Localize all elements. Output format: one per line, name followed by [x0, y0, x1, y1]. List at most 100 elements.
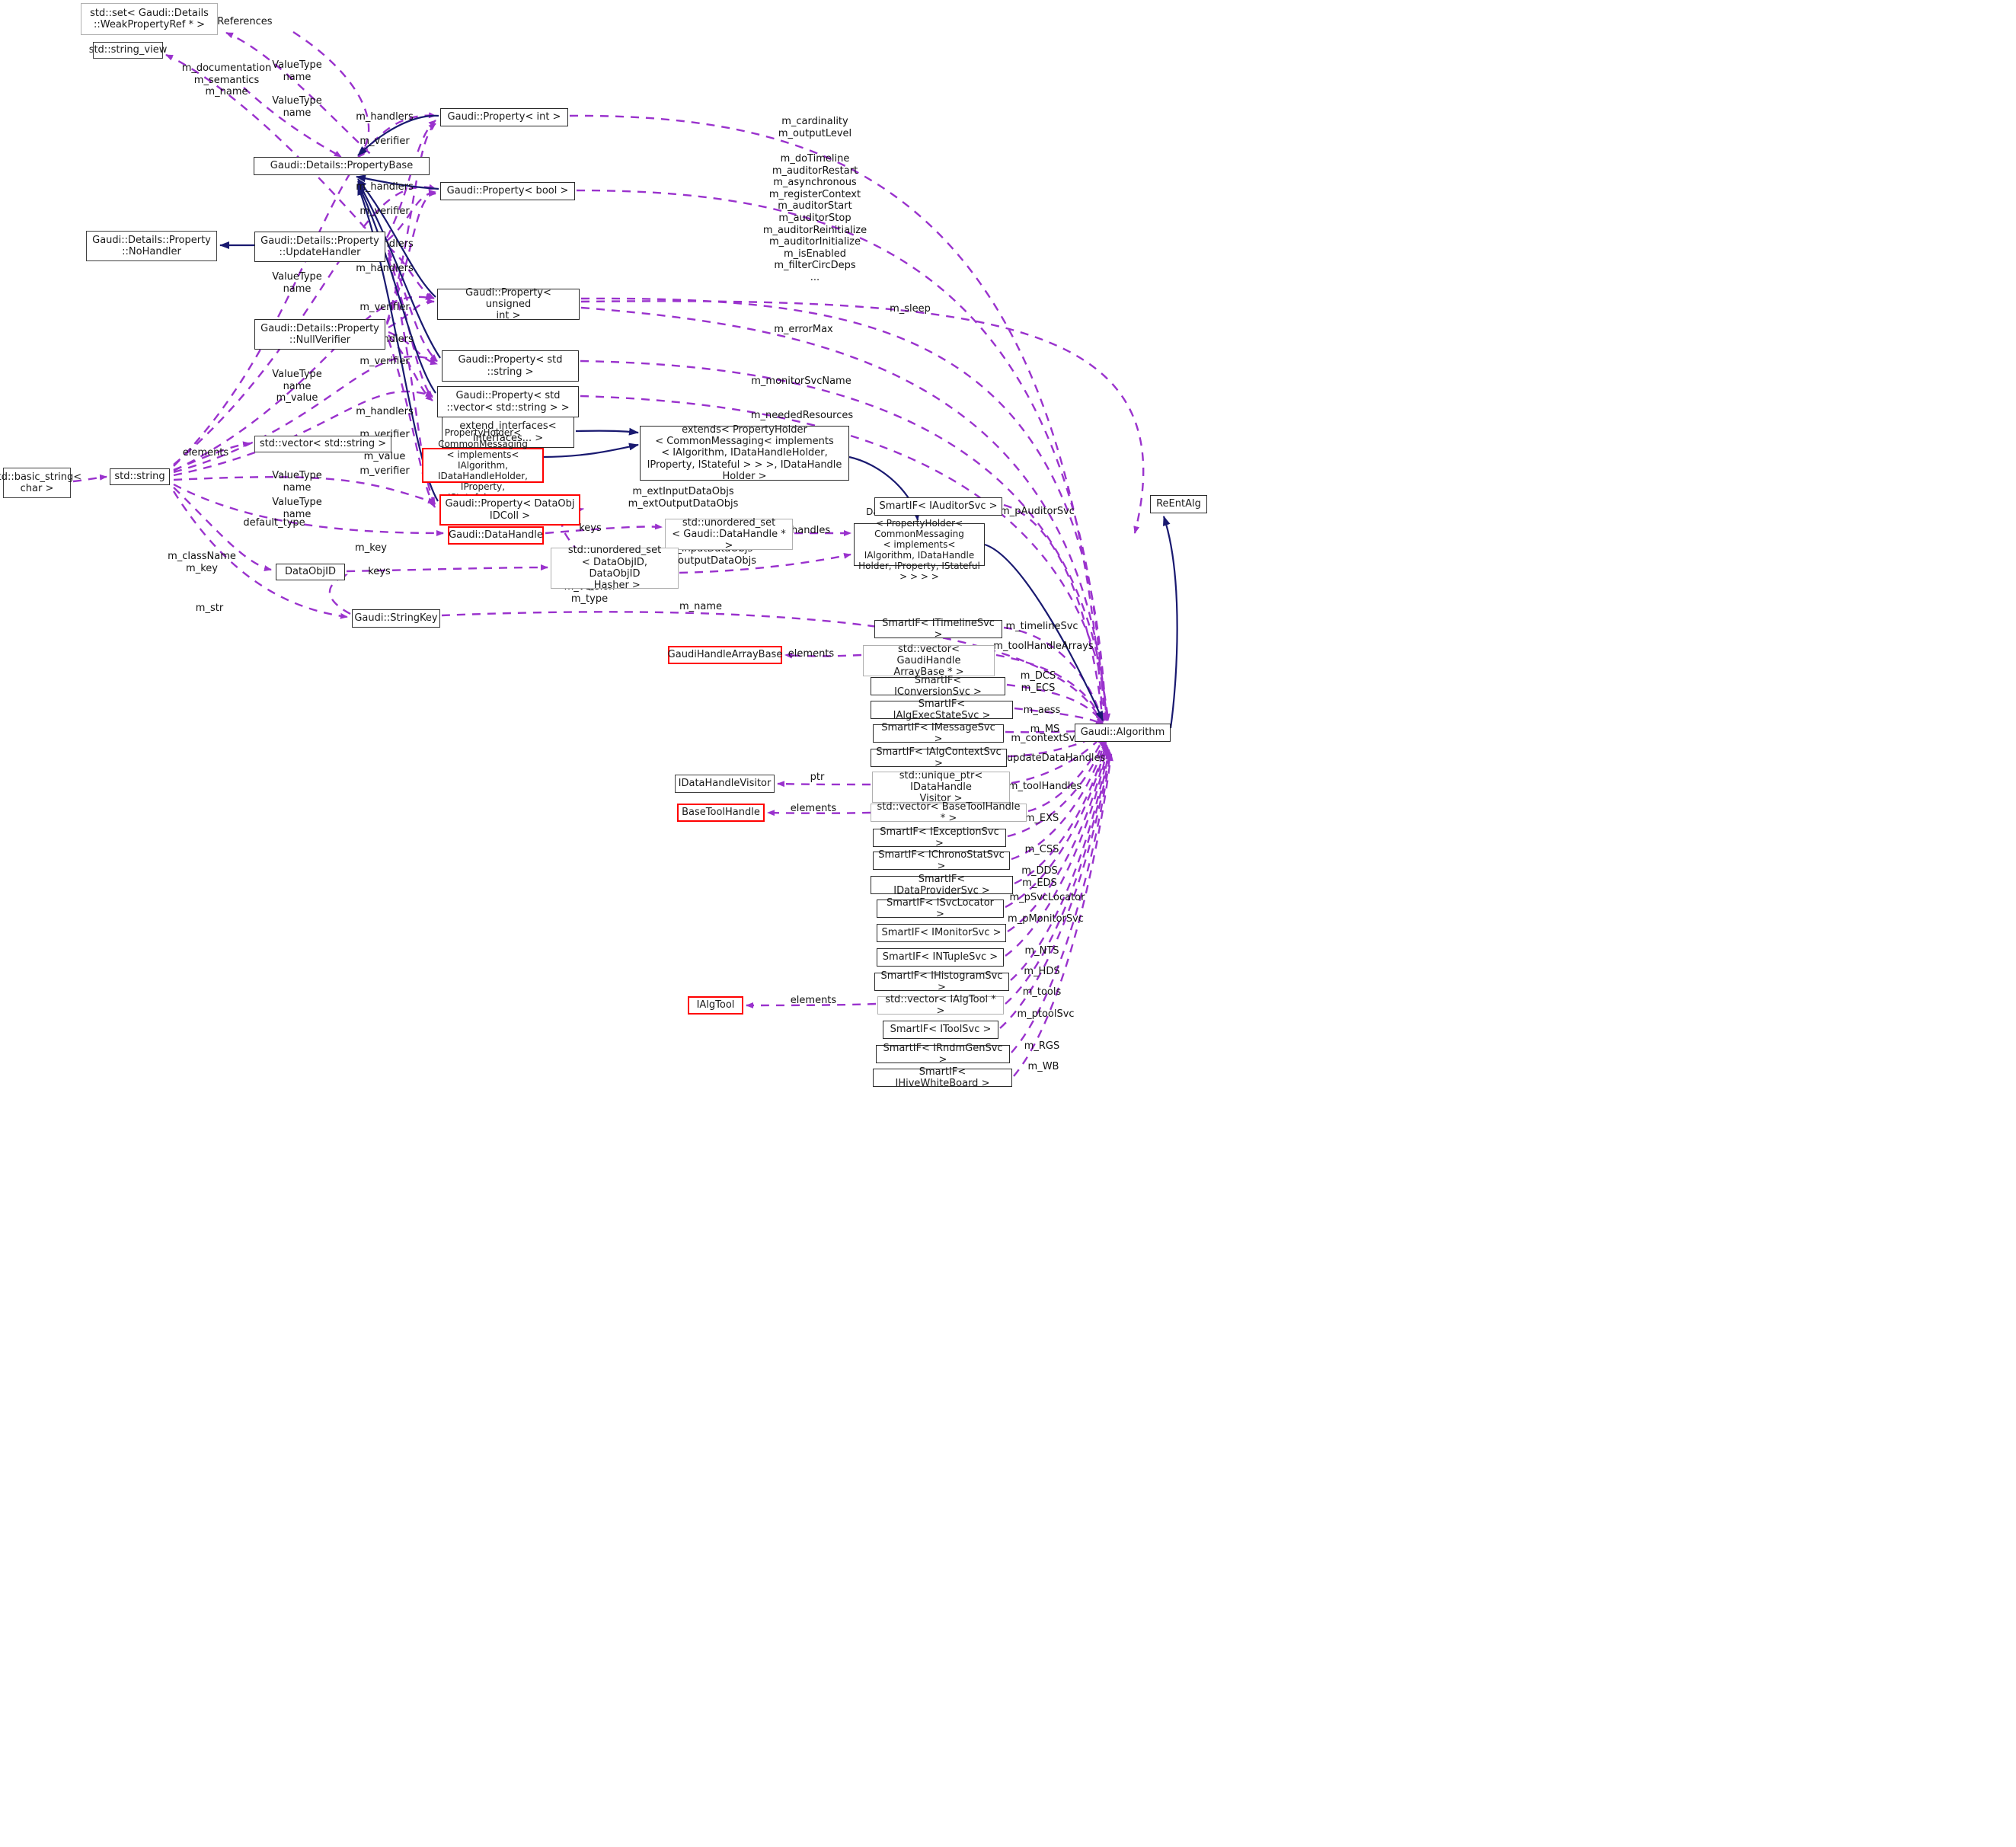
- edge-label-l_aess: m_aess: [1023, 705, 1061, 716]
- class-node-gha_base[interactable]: GaudiHandleArrayBase: [668, 646, 782, 664]
- edge-label-l_nts: m_NTS: [1024, 945, 1059, 957]
- edge-label-l_timelinesvc: m_timelineSvc: [1005, 621, 1078, 632]
- edge-label-l_toolhandles: m_toolHandles: [1008, 781, 1082, 792]
- edge-label-l_ptr: ptr: [810, 772, 825, 783]
- edge-label-l_elements4: elements: [790, 995, 837, 1006]
- class-node-propint[interactable]: Gaudi::Property< int >: [440, 108, 568, 126]
- class-node-smartif_aud[interactable]: SmartIF< IAuditorSvc >: [874, 497, 1002, 516]
- class-node-smartif_hist[interactable]: SmartIF< IHistogramSvc >: [874, 970, 1009, 993]
- edge-label-l_vt4: ValueType name m_value: [272, 369, 322, 404]
- class-node-smartif_ctx[interactable]: SmartIF< IAlgContextSvc >: [871, 746, 1007, 769]
- edge-label-l_vt2: ValueType name: [272, 95, 322, 119]
- class-node-smartif_exc[interactable]: SmartIF< IExceptionSvc >: [873, 826, 1006, 849]
- edge-label-l_cardinality: m_cardinality m_outputLevel: [778, 116, 852, 139]
- class-node-smartif_cnv[interactable]: SmartIF< IConversionSvc >: [871, 675, 1005, 698]
- class-node-smartif_mon[interactable]: SmartIF< IMonitorSvc >: [877, 924, 1006, 942]
- edge-label-l_docsem: m_documentation m_semantics m_name: [181, 62, 272, 98]
- class-node-reentalg[interactable]: ReEntAlg: [1150, 495, 1207, 513]
- inheritance-edges: [219, 114, 1178, 729]
- edge-label-l_dcsecs: m_DCS m_ECS: [1020, 670, 1056, 694]
- class-node-stringkey[interactable]: Gaudi::StringKey: [352, 609, 440, 628]
- edge-label-l_vt5: ValueType name: [272, 470, 322, 494]
- class-node-smartif_hwb[interactable]: SmartIF< IHiveWhiteBoard >: [873, 1066, 1012, 1089]
- edge-label-l_default: default_type: [243, 517, 305, 529]
- edge-label-l_ddseds: m_DDS m_EDS: [1021, 865, 1058, 889]
- edge-label-l_verifier2: m_verifier: [359, 206, 410, 217]
- edge-label-l_value: m_value: [363, 451, 406, 462]
- edge-label-l_handlers1: m_handlers: [356, 111, 414, 123]
- edge-label-l_errormax: m_errorMax: [774, 324, 833, 335]
- class-node-basetoolh[interactable]: BaseToolHandle: [677, 804, 765, 822]
- class-node-vec_bth[interactable]: std::vector< BaseToolHandle * >: [871, 801, 1027, 824]
- edge-label-l_handlers6: m_handlers: [356, 406, 414, 417]
- class-node-stringview[interactable]: std::string_view: [89, 42, 167, 59]
- class-node-idhvisitor[interactable]: IDataHandleVisitor: [675, 775, 775, 793]
- class-node-datahandle[interactable]: Gaudi::DataHandle: [448, 526, 544, 545]
- class-node-basicstring[interactable]: std::basic_string< char >: [0, 468, 81, 498]
- edge-label-l_mname2: m_name: [679, 601, 723, 612]
- class-node-propbool[interactable]: Gaudi::Property< bool >: [440, 182, 575, 200]
- class-node-smartif_tl[interactable]: SmartIF< ITimelineSvc >: [874, 618, 1002, 641]
- class-node-nullverifier[interactable]: Gaudi::Details::Property ::NullVerifier: [254, 319, 385, 350]
- edge-label-l_wb: m_WB: [1027, 1061, 1059, 1072]
- class-node-extendif[interactable]: extend_interfaces< Interfaces... >: [442, 417, 574, 448]
- edge-label-l_pauditor: m_pAuditorSvc: [1000, 506, 1075, 517]
- class-node-smartif_nt[interactable]: SmartIF< INTupleSvc >: [877, 948, 1004, 967]
- class-node-vec_ialgtool[interactable]: std::vector< IAlgTool * >: [877, 994, 1004, 1017]
- class-node-smartif_tool[interactable]: SmartIF< IToolSvc >: [883, 1021, 998, 1039]
- class-node-smartif_rnd[interactable]: SmartIF< IRndmGenSvc >: [876, 1043, 1010, 1066]
- class-node-uset_dh[interactable]: std::unordered_set < Gaudi::DataHandle *…: [665, 517, 793, 551]
- edge-label-l_ptoolsvc: m_ptoolSvc: [1017, 1008, 1075, 1020]
- class-node-propdoic[interactable]: Gaudi::Property< DataObj IDColl >: [439, 494, 580, 526]
- class-node-nohandler[interactable]: Gaudi::Details::Property ::NoHandler: [86, 231, 217, 261]
- edge-label-l_vt3: ValueType name: [272, 271, 322, 295]
- class-node-uptr_idhv[interactable]: std::unique_ptr< IDataHandle Visitor >: [872, 770, 1010, 804]
- edge-label-l_classname: m_className m_key: [168, 551, 236, 574]
- edge-label-l_elements3: elements: [790, 803, 837, 814]
- class-node-smartif_msg[interactable]: SmartIF< IMessageSvc >: [873, 722, 1004, 745]
- class-node-updhandler[interactable]: Gaudi::Details::Property ::UpdateHandler: [254, 232, 385, 262]
- class-node-weakset[interactable]: std::set< Gaudi::Details ::WeakPropertyR…: [81, 3, 218, 35]
- class-node-vecstring[interactable]: std::vector< std::string >: [254, 436, 391, 452]
- edge-label-l_keys2: keys: [368, 566, 391, 577]
- class-node-gaudialg[interactable]: Gaudi::Algorithm: [1075, 724, 1171, 742]
- edge-label-l_handlers2: m_handlers: [356, 181, 414, 193]
- edge-label-l_mkey: m_key: [355, 542, 387, 554]
- edge-label-l_verifier3: m_verifier: [359, 302, 410, 313]
- edge-label-l_verifier4: m_verifier: [359, 356, 410, 367]
- edge-label-l_pmonsvc: m_pMonitorSvc: [1008, 913, 1084, 925]
- class-node-dataobjid[interactable]: DataObjID: [276, 564, 345, 580]
- edge-label-l_extdataobjs: m_extInputDataObjs m_extOutputDataObjs: [628, 486, 739, 510]
- edge-label-l_elements1: elements: [182, 447, 229, 459]
- edge-label-l_vt1: ValueType name: [272, 59, 322, 83]
- class-node-vec_gha[interactable]: std::vector< GaudiHandle ArrayBase * >: [863, 644, 995, 678]
- class-node-propholder[interactable]: PropertyHolder< CommonMessaging < implem…: [422, 427, 544, 503]
- class-node-extendsprop[interactable]: extends< PropertyHolder < CommonMessagin…: [640, 424, 849, 482]
- class-node-smartif_aes[interactable]: SmartIF< IAlgExecStateSvc >: [871, 698, 1013, 721]
- edge-label-l_monsvcname: m_monitorSvcName: [751, 375, 851, 387]
- edge-label-l_hds: m_HDS: [1024, 966, 1060, 977]
- edge-label-l_needed: m_neededResources: [750, 410, 854, 421]
- class-node-propstr[interactable]: Gaudi::Property< std ::string >: [442, 350, 579, 382]
- edge-label-l_rgs: m_RGS: [1024, 1040, 1060, 1052]
- edge-label-l_bigprops: m_doTimeline m_auditorRestart m_asynchro…: [762, 153, 867, 283]
- class-node-propuint[interactable]: Gaudi::Property< unsigned int >: [437, 287, 580, 321]
- class-node-propbase[interactable]: Gaudi::Details::PropertyBase: [254, 157, 430, 175]
- edge-label-l_verifier6: m_verifier: [359, 465, 410, 477]
- class-node-stdstring[interactable]: std::string: [110, 468, 170, 485]
- edge-label-l_toolharr: m_toolHandleArrays: [993, 641, 1094, 652]
- edge-label-l_css: m_CSS: [1024, 844, 1059, 855]
- class-node-dhhbase[interactable]: DataHandleHolderBase < PropertyHolder< C…: [854, 506, 985, 582]
- class-node-smartif_chr[interactable]: SmartIF< IChronoStatSvc >: [873, 849, 1010, 872]
- class-node-uset_doid[interactable]: std::unordered_set < DataObjID, DataObjI…: [551, 545, 679, 591]
- edge-label-l_vt6: ValueType name: [272, 497, 322, 520]
- class-node-smartif_svcl[interactable]: SmartIF< ISvcLocator >: [877, 897, 1004, 920]
- class-node-ialgtool[interactable]: IAlgTool: [688, 996, 743, 1015]
- class-node-smartif_dps[interactable]: SmartIF< IDataProviderSvc >: [871, 874, 1013, 896]
- edge-label-l_verifier1: m_verifier: [359, 136, 410, 147]
- edge-label-l_sleep: m_sleep: [890, 303, 931, 315]
- class-node-propvecstr[interactable]: Gaudi::Property< std ::vector< std::stri…: [437, 386, 579, 417]
- edge-label-l_ms: m_MS: [1030, 724, 1060, 735]
